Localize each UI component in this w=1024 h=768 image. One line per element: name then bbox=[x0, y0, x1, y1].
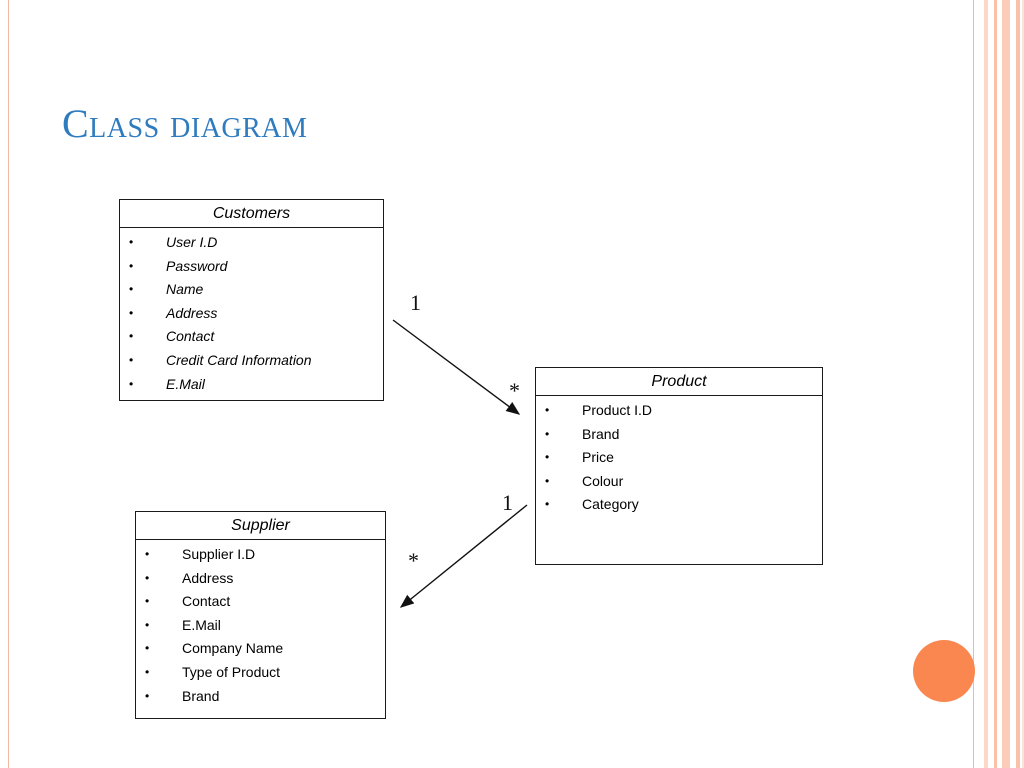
stripe bbox=[1016, 0, 1020, 768]
attribute-list: • User I.D • Password • Name • Address • Cont… bbox=[120, 228, 383, 396]
decorative-stripes bbox=[974, 0, 1024, 768]
attribute-item: • Contact bbox=[120, 325, 383, 349]
attribute-item: • Colour bbox=[536, 470, 822, 494]
attribute-item: • Category bbox=[536, 493, 822, 517]
bullet-icon: • bbox=[145, 641, 150, 656]
bullet-icon: • bbox=[129, 352, 134, 367]
attribute-item: • Name bbox=[120, 278, 383, 302]
attribute-label: E.Mail bbox=[182, 616, 221, 633]
attribute-label: Product I.D bbox=[582, 402, 653, 418]
bullet-icon: • bbox=[145, 688, 150, 703]
multiplicity-label: 1 bbox=[410, 290, 421, 315]
bullet-icon: • bbox=[145, 594, 150, 609]
attribute-label: Address bbox=[166, 304, 218, 321]
attribute-label: E.Mail bbox=[166, 375, 205, 392]
class-name: Customers bbox=[120, 200, 383, 228]
attribute-label: Type of Product bbox=[182, 663, 281, 680]
association-line-product-supplier bbox=[399, 504, 528, 608]
attribute-label: Brand bbox=[582, 425, 620, 442]
class-name: Product bbox=[536, 368, 822, 396]
attribute-label: Company Name bbox=[182, 640, 284, 657]
attribute-label: Price bbox=[582, 449, 614, 466]
multiplicity-label: 1 bbox=[502, 490, 513, 515]
attribute-label: Name bbox=[166, 281, 204, 298]
bullet-icon: • bbox=[129, 258, 134, 273]
bullet-icon: • bbox=[545, 403, 550, 417]
bullet-icon: • bbox=[129, 376, 134, 391]
attribute-item: • Address bbox=[120, 302, 383, 326]
multiplicity-label: * bbox=[509, 378, 520, 403]
class-supplier: Supplier • Supplier I.D • Address • Contact… bbox=[135, 511, 386, 719]
bullet-icon: • bbox=[129, 305, 134, 320]
attribute-label: Contact bbox=[166, 328, 215, 345]
attribute-item: • Type of Product bbox=[136, 661, 385, 685]
stripe bbox=[1022, 0, 1024, 768]
attribute-item: • Price bbox=[536, 446, 822, 470]
bullet-icon: • bbox=[545, 497, 550, 512]
bullet-icon: • bbox=[545, 426, 550, 441]
class-name: Supplier bbox=[136, 512, 385, 540]
class-customers: Customers • User I.D • Password • Name • Add… bbox=[119, 199, 384, 401]
stripe bbox=[984, 0, 988, 768]
attribute-label: Supplier I.D bbox=[182, 546, 256, 562]
multiplicity-label: * bbox=[408, 548, 419, 573]
bullet-icon: • bbox=[545, 450, 550, 465]
bullet-icon: • bbox=[129, 329, 134, 344]
attribute-item: • Brand bbox=[136, 685, 385, 709]
slide-border bbox=[8, 0, 974, 768]
attribute-label: Address bbox=[182, 569, 234, 586]
bullet-icon: • bbox=[145, 570, 150, 585]
attribute-item: • Password bbox=[120, 255, 383, 279]
decorative-circle bbox=[913, 640, 975, 702]
attribute-item: • E.Mail bbox=[136, 614, 385, 638]
bullet-icon: • bbox=[145, 664, 150, 679]
attribute-list: •Supplier I.D •Address •Contact •E.Mail … bbox=[136, 540, 385, 708]
attribute-list: • Product I.D • Brand • Price • Colour • Cate… bbox=[536, 396, 822, 517]
attribute-item: • Contact bbox=[136, 590, 385, 614]
attribute-item: • Product I.D bbox=[536, 399, 822, 423]
bullet-icon: • bbox=[129, 282, 134, 297]
class-product: Product • Product I.D • Brand • Price • Colo… bbox=[535, 367, 823, 565]
stripe bbox=[994, 0, 997, 768]
attribute-label: Colour bbox=[582, 472, 624, 489]
bullet-icon: • bbox=[145, 547, 150, 561]
attribute-label: Contact bbox=[182, 593, 231, 610]
slide-title: Class diagram bbox=[62, 101, 308, 146]
attribute-item: • Credit Card Information bbox=[120, 349, 383, 373]
attribute-item: • User I.D bbox=[120, 231, 383, 255]
bullet-icon: • bbox=[545, 473, 550, 488]
association-line-customers-product bbox=[392, 319, 521, 415]
attribute-item: • Company Name bbox=[136, 637, 385, 661]
attribute-label: Brand bbox=[182, 687, 220, 704]
attribute-label: Credit Card Information bbox=[166, 351, 312, 368]
attribute-item: • Address bbox=[136, 567, 385, 591]
attribute-label: Category bbox=[582, 496, 639, 513]
attribute-item: • Supplier I.D bbox=[136, 543, 385, 567]
attribute-item: • Brand bbox=[536, 423, 822, 447]
bullet-icon: • bbox=[129, 235, 134, 249]
attribute-label: Password bbox=[166, 257, 228, 274]
attribute-item: • E.Mail bbox=[120, 373, 383, 397]
bullet-icon: • bbox=[145, 617, 150, 632]
stripe bbox=[1002, 0, 1010, 768]
attribute-label: User I.D bbox=[166, 234, 218, 250]
